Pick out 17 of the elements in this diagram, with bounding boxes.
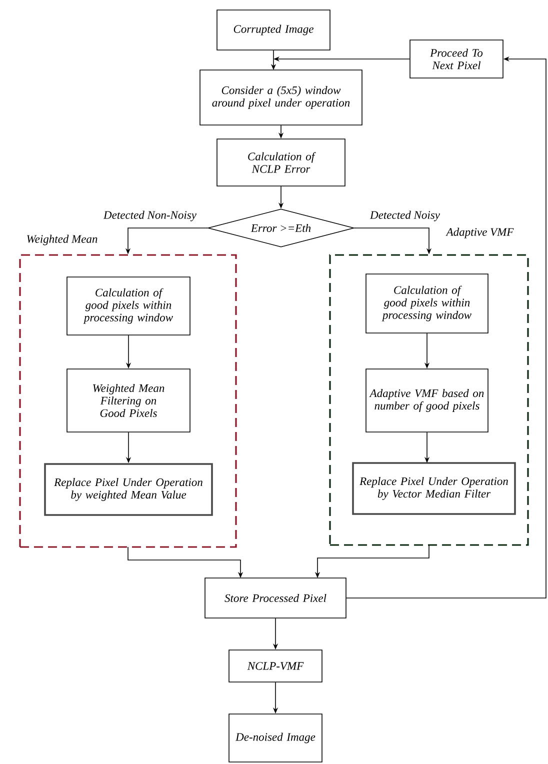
- process-box: Consider a (5x5) window around pixel under operation: [200, 70, 362, 126]
- process-box: Replace Pixel Under Operation by weighted Mean Value: [44, 463, 213, 516]
- process-box: Adaptive VMF based on number of good pixels: [366, 368, 488, 432]
- process-box: Calculation of good pixels within processing window: [366, 274, 488, 334]
- edge-label: Detected Non-Noisy: [102, 210, 198, 222]
- process-box: Proceed To Next Pixel: [410, 40, 504, 78]
- process-box: NCLP-VMF: [228, 650, 322, 682]
- process-box: Weighted Mean Filtering on Good Pixels: [66, 368, 190, 432]
- process-box: De-noised Image: [228, 714, 322, 762]
- process-box: Calculation of good pixels within processing window: [66, 276, 190, 336]
- edge-label: Detected Noisy: [369, 210, 441, 222]
- process-box: Calculation of NCLP Error: [216, 138, 346, 186]
- node-label: Weighted Mean: [27, 234, 98, 246]
- node-label: Adaptive VMF: [446, 228, 514, 238]
- process-box: Replace Pixel Under Operation by Vector Median Filter: [352, 462, 516, 515]
- process-box: Store Processed Pixel: [204, 578, 346, 618]
- process-box: Corrupted Image: [216, 10, 330, 50]
